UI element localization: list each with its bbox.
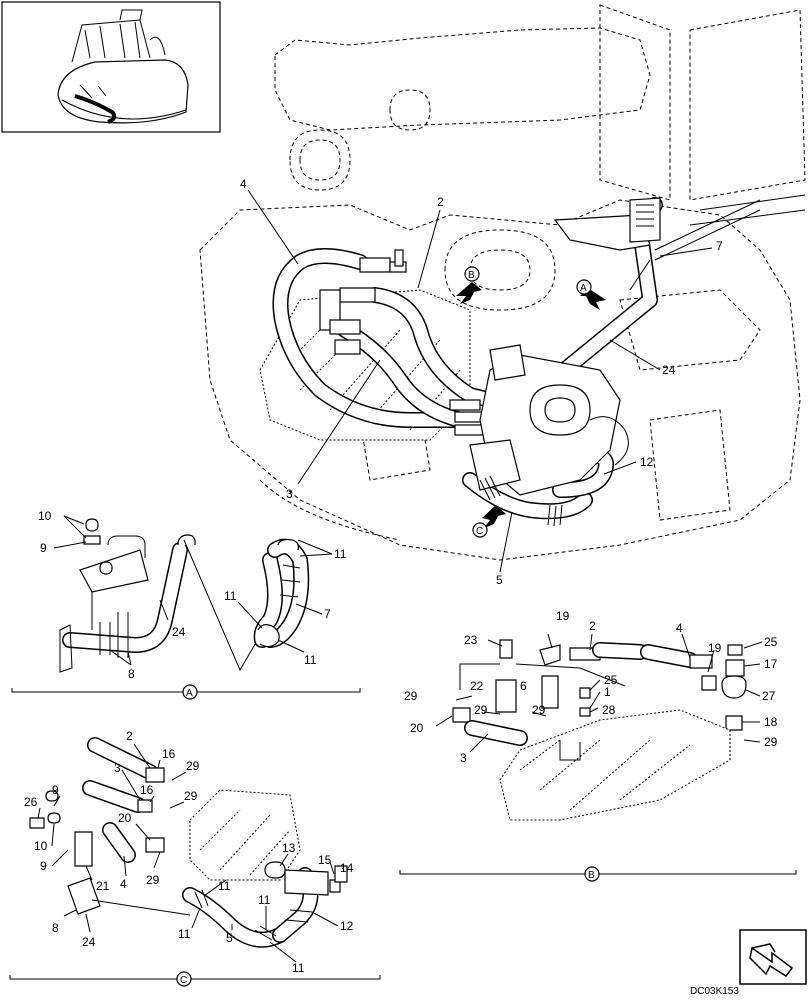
detail-a-label-11-top: 11: [334, 547, 347, 561]
detail-c-label-5: 5: [226, 931, 233, 945]
detail-c-label-10: 10: [34, 839, 48, 853]
detail-a-label-7: 7: [324, 607, 331, 621]
svg-text:B: B: [468, 270, 475, 281]
detail-b-label-25-center: 25: [604, 673, 618, 687]
detail-c-label-29-top: 29: [186, 759, 200, 773]
detail-c-label-11-right: 11: [258, 893, 271, 907]
detail-a-label-8: 8: [128, 667, 135, 681]
detail-a-label-10: 10: [38, 509, 52, 523]
hydraulic-pump: [469, 344, 629, 496]
detail-b-label-6: 6: [520, 679, 527, 693]
detail-a-label-11-left: 11: [224, 589, 237, 603]
detail-b-label-29-right: 29: [764, 735, 778, 749]
detail-c-label-24: 24: [82, 935, 96, 949]
detail-c-label-11-left: 11: [178, 927, 191, 941]
callout-2: 2: [437, 195, 444, 209]
main-leaders: [247, 189, 713, 573]
section-marker-c: C: [176, 971, 192, 987]
svg-text:B: B: [588, 870, 595, 881]
detail-c-label-11-bottom: 11: [292, 961, 305, 975]
view-marker-a: A: [576, 279, 592, 295]
callout-24: 24: [662, 363, 676, 377]
detail-a: [11, 515, 361, 693]
detail-c-label-2: 2: [126, 729, 133, 743]
detail-b-label-23: 23: [464, 633, 478, 647]
view-marker-b: B: [464, 266, 480, 282]
detail-c-label-16-top: 16: [162, 747, 176, 761]
view-marker-c: C: [472, 522, 488, 538]
detail-b-label-19-right: 19: [708, 641, 722, 655]
detail-c-label-20: 20: [118, 811, 132, 825]
detail-a-label-11-bottom: 11: [304, 653, 317, 667]
detail-c-label-9-bottom: 9: [40, 859, 47, 873]
detail-b-label-29-mid: 29: [474, 703, 488, 717]
detail-b-label-20: 20: [410, 721, 424, 735]
callout-7: 7: [716, 239, 723, 253]
detail-c: [9, 737, 381, 980]
detail-c-label-21: 21: [96, 879, 110, 893]
detail-a-label-9: 9: [40, 541, 47, 555]
detail-b-label-22: 22: [470, 679, 484, 693]
section-marker-b: B: [584, 866, 600, 882]
section-marker-a: A: [182, 684, 198, 700]
detail-c-label-14: 14: [340, 861, 354, 875]
detail-b-label-28: 28: [602, 703, 616, 717]
detail-c-label-16-mid: 16: [140, 783, 154, 797]
detail-b-label-18: 18: [764, 715, 778, 729]
svg-text:C: C: [180, 975, 187, 986]
callout-5: 5: [496, 573, 503, 587]
detail-b-label-25-right: 25: [764, 635, 778, 649]
suction-tube-bracket: [553, 197, 761, 291]
callout-3: 3: [286, 487, 293, 501]
detail-c-label-12: 12: [340, 919, 354, 933]
svg-text:A: A: [580, 283, 587, 294]
detail-a-label-24: 24: [172, 625, 186, 639]
svg-text:A: A: [186, 688, 193, 699]
detail-c-label-29-mid: 29: [184, 789, 198, 803]
detail-b-label-2: 2: [589, 619, 596, 633]
main-fittings: [319, 249, 486, 436]
detail-c-label-11-top: 11: [218, 879, 231, 893]
detail-c-label-13: 13: [282, 841, 296, 855]
detail-b-label-4: 4: [676, 621, 683, 635]
detail-b-label-27: 27: [762, 689, 776, 703]
detail-c-label-29-bottom: 29: [146, 873, 160, 887]
detail-c-label-9-top: 9: [52, 783, 59, 797]
detail-b-label-1: 1: [604, 685, 611, 699]
detail-b-label-19-left: 19: [556, 609, 570, 623]
callout-12: 12: [640, 455, 654, 469]
drawing-code: DC03K153: [690, 986, 739, 997]
detail-c-label-26: 26: [24, 795, 38, 809]
detail-c-label-3: 3: [114, 761, 121, 775]
detail-b-label-17: 17: [764, 657, 778, 671]
orientation-arrow-icon: [739, 929, 807, 985]
detail-c-label-15: 15: [318, 853, 332, 867]
locator-thumbnail: [1, 1, 221, 133]
detail-b-label-29-center: 29: [532, 703, 546, 717]
detail-c-label-8: 8: [52, 921, 59, 935]
svg-text:C: C: [476, 526, 483, 537]
detail-b-label-29-left: 29: [404, 689, 418, 703]
hose-clamps: [479, 475, 563, 527]
upper-frame-outline: [199, 4, 806, 561]
detail-b-label-3: 3: [460, 751, 467, 765]
callout-4: 4: [240, 177, 247, 191]
detail-c-label-4: 4: [120, 877, 127, 891]
